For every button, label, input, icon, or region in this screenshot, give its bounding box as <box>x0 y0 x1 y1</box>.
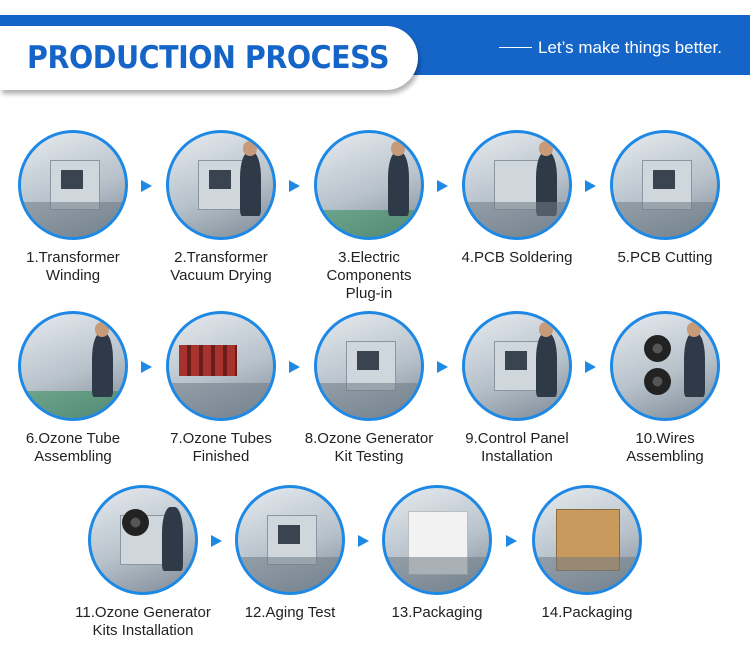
step-label-line: 2.Transformer <box>174 249 268 266</box>
ozone-tubes-finished-photo <box>166 311 276 421</box>
step-label-line: 5.PCB Cutting <box>617 249 713 266</box>
step-label-line: 9.Control Panel <box>465 430 569 447</box>
arrow-icon <box>141 361 152 373</box>
slogan-text: Let’s make things better. <box>538 38 722 57</box>
step-label-line: Assembling <box>626 448 704 465</box>
step-label: 4.PCB Soldering <box>442 249 592 267</box>
step-label-line: Winding <box>45 267 101 284</box>
step-label: 14.Packaging <box>512 604 662 622</box>
step-label-line: 12.Aging Test <box>244 604 336 621</box>
step-label-line: 14.Packaging <box>541 604 633 621</box>
transformer-winding-photo <box>18 130 128 240</box>
step-label-line: 3.Electric <box>338 249 400 266</box>
step-label: 5.PCB Cutting <box>590 249 740 267</box>
arrow-icon <box>357 535 369 547</box>
step-label-line: Vacuum Drying <box>170 267 272 284</box>
pcb-cutting-photo <box>610 130 720 240</box>
arrow-icon <box>585 361 596 373</box>
slogan-dash <box>499 47 532 48</box>
vacuum-drying-photo <box>166 130 276 240</box>
arrow-icon <box>437 361 448 373</box>
kits-installation-photo <box>88 485 198 595</box>
step-label-line: 1.Transformer <box>26 249 120 266</box>
step-label-line: Finished <box>192 448 250 465</box>
page-title: PRODUCTION PROCESS <box>27 40 390 76</box>
step-label-line: 4.PCB Soldering <box>461 249 573 266</box>
step-label-line: 13.Packaging <box>391 604 483 621</box>
step-label-line: Assembling <box>34 448 112 465</box>
step-label-line: 11.Ozone Generator <box>75 604 211 621</box>
arrow-icon <box>437 180 448 192</box>
kit-testing-photo <box>314 311 424 421</box>
step-label-line: 8.Ozone Generator <box>304 430 434 447</box>
packaging-foam-photo <box>382 485 492 595</box>
components-plug-in-photo <box>314 130 424 240</box>
step-label-line: 7.Ozone Tubes <box>170 430 272 447</box>
arrow-icon <box>585 180 596 192</box>
step-label-line: Plug-in <box>345 285 393 302</box>
step-label: 13.Packaging <box>362 604 512 622</box>
step-label-line: 6.Ozone Tube <box>25 430 121 447</box>
step-label-line: 10.Wires <box>635 430 695 447</box>
title-tab <box>0 26 418 90</box>
control-panel-installation-photo <box>462 311 572 421</box>
arrow-icon <box>210 535 222 547</box>
arrow-icon <box>289 361 300 373</box>
arrow-icon <box>506 535 517 547</box>
ozone-tube-assembling-photo <box>18 311 128 421</box>
aging-test-photo <box>235 485 345 595</box>
step-label-line: Kits Installation <box>92 622 194 639</box>
packaging-carton-photo <box>532 485 642 595</box>
arrow-icon <box>289 180 300 192</box>
step-label-line: Kit Testing <box>334 448 404 465</box>
step-label-line: Installation <box>481 448 553 465</box>
pcb-soldering-photo <box>462 130 572 240</box>
step-label-line: Components <box>326 267 412 284</box>
wires-assembling-photo <box>610 311 720 421</box>
step-label: 12.Aging Test <box>215 604 365 622</box>
arrow-icon <box>141 180 152 192</box>
